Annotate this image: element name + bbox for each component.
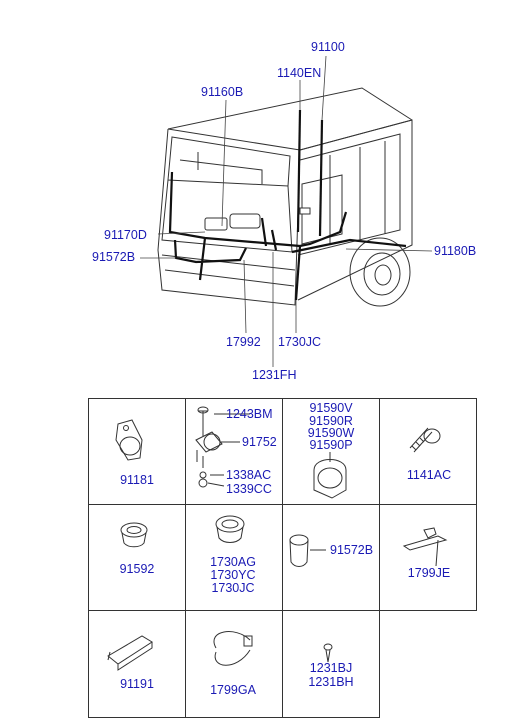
band-1799GA-drawing: [213, 631, 253, 666]
cell-1799JE: [379, 504, 477, 611]
bus-side: [297, 119, 413, 301]
bolt-1141AC-drawing: [409, 427, 441, 453]
callout-91100: 91100: [311, 40, 345, 54]
bus-front-face: [157, 128, 301, 306]
part-label-1730AG: 1730AG: [210, 555, 256, 569]
part-label-91181: 91181: [120, 473, 154, 487]
screw-1231BJ-drawing: [323, 643, 333, 663]
part-label-1338AC: 1338AC: [226, 468, 272, 482]
part-label-91590R: 91590R: [309, 414, 353, 428]
part-label-91572B: 91572B: [330, 543, 374, 557]
part-label-1730YC: 1730YC: [210, 568, 256, 582]
bracket-91752-drawing: [195, 406, 250, 488]
clamp-91590-drawing: [313, 452, 347, 499]
part-label-1231BJ: 1231BJ: [309, 661, 353, 675]
strap-1799JE-drawing: [402, 527, 448, 567]
part-label-1243BM: 1243BM: [226, 407, 273, 421]
part-label-91752: 91752: [242, 435, 277, 449]
callout-91180B: 91180B: [434, 244, 477, 258]
part-label-1141AC: 1141AC: [406, 468, 452, 482]
callout-91170D: 91170D: [104, 228, 147, 242]
callout-1231FH: 1231FH: [252, 368, 297, 382]
part-label-91590W: 91590W: [307, 426, 355, 440]
part-label-91590V: 91590V: [309, 401, 353, 415]
bus-wiring-illustration: [140, 55, 433, 367]
part-label-1231BH: 1231BH: [308, 675, 354, 689]
part-label-91191: 91191: [120, 677, 154, 691]
callout-17992: 17992: [226, 335, 261, 349]
holder-91191-drawing: [107, 635, 153, 671]
cell-1231B: [282, 610, 380, 718]
sleeve-91572B-drawing: [289, 534, 326, 567]
bus-roof: [167, 87, 413, 130]
callout-91572B: 91572B: [92, 250, 136, 264]
grommet-1730-drawing: [215, 515, 245, 543]
callout-1140EN: 1140EN: [277, 66, 322, 80]
front-wheel: [349, 237, 411, 307]
part-label-1799JE: 1799JE: [407, 566, 451, 580]
part-label-1799GA: 1799GA: [210, 683, 256, 697]
part-label-91590P: 91590P: [309, 438, 353, 452]
callout-91160B: 91160B: [201, 85, 244, 99]
part-label-1339CC: 1339CC: [226, 482, 272, 496]
windshield: [161, 179, 293, 253]
wiring-harness: [168, 109, 407, 301]
grommet-91592-drawing: [120, 522, 148, 548]
part-label-91592: 91592: [119, 562, 155, 576]
clip-91181-drawing: [115, 419, 143, 461]
part-label-1730JC: 1730JC: [211, 581, 255, 595]
callout-1730JC: 1730JC: [278, 335, 322, 349]
